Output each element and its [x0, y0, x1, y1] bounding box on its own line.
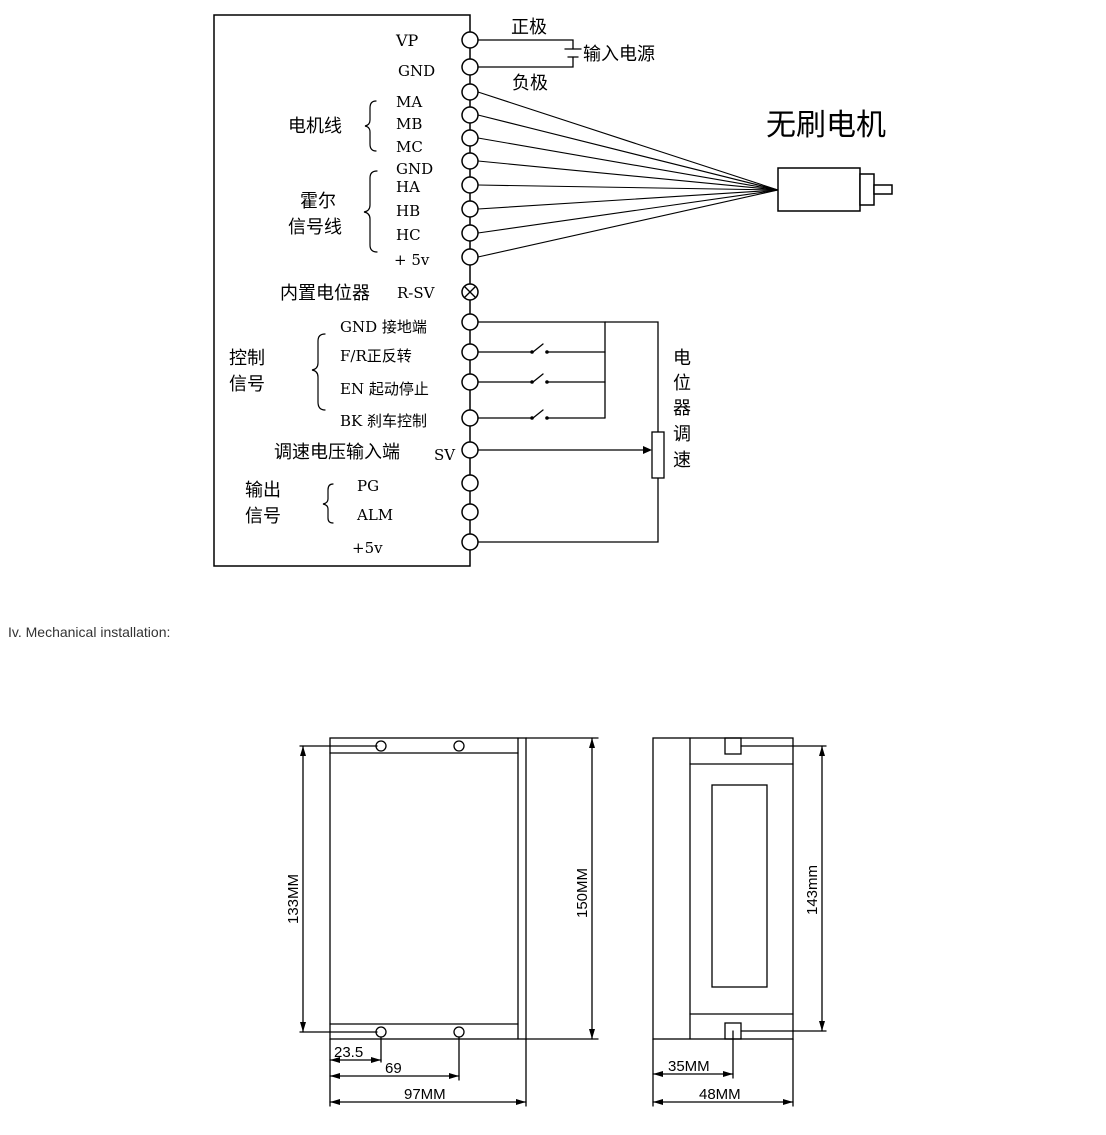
terminal-alm: [461, 503, 479, 521]
label-hc: HC: [396, 226, 421, 244]
hall-brace: [363, 170, 378, 253]
terminal-mc: [461, 129, 479, 147]
dim-23-5: 23.5: [334, 1044, 363, 1061]
dim-48: 48MM: [699, 1086, 741, 1103]
label-pot-side-5: 速: [673, 450, 691, 471]
terminal-hall-gnd: [461, 152, 479, 170]
front-view: [299, 737, 599, 1107]
side-view: [652, 737, 827, 1107]
label-pot-side-2: 位: [673, 373, 691, 394]
label-alm: ALM: [356, 506, 393, 524]
mount-hole-icon: [453, 740, 465, 752]
terminal-ma: [461, 83, 479, 101]
dim-97: 97MM: [404, 1086, 446, 1103]
dim-150: 150MM: [574, 868, 591, 918]
label-sv: SV: [434, 446, 456, 464]
label-pg: PG: [357, 477, 379, 495]
label-input-power: 输入电源: [583, 44, 655, 65]
braces: [311, 100, 378, 524]
terminal-ha: [461, 176, 479, 194]
label-negative: 负极: [512, 73, 548, 94]
mechanical-drawing: [299, 737, 827, 1107]
terminal-sv: [461, 441, 479, 459]
label-positive: 正极: [511, 17, 547, 38]
terminal-bk: [461, 409, 479, 427]
terminal-pg: [461, 474, 479, 492]
label-builtin-pot: 内置电位器: [280, 283, 370, 304]
label-pot-side-4: 调: [673, 424, 691, 445]
dimension-arrows: [300, 738, 825, 1105]
motor-wires: [477, 91, 779, 258]
label-ctrl-2: 信号: [229, 374, 265, 395]
control-brace: [311, 333, 326, 411]
terminal-ctrl-gnd: [461, 313, 479, 331]
dim-35: 35MM: [668, 1058, 710, 1075]
terminal-out-5v: [461, 533, 479, 551]
label-ma: MA: [396, 93, 422, 111]
terminal-hall-5v: [461, 248, 479, 266]
label-fr: F/R正反转: [340, 347, 412, 365]
label-hall-2: 信号线: [288, 217, 342, 238]
switch-contacts: [530, 350, 652, 454]
motor-icon: [777, 167, 893, 212]
pot-x-mark: [463, 285, 477, 299]
label-out-2: 信号: [245, 506, 281, 527]
label-hb: HB: [396, 202, 420, 220]
label-ctrl-gnd: GND 接地端: [340, 318, 427, 336]
terminal-vp: [461, 31, 479, 49]
label-mb: MB: [396, 115, 422, 133]
label-ha: HA: [396, 178, 420, 196]
wiring-labels: VP GND 正极 负极 输入电源 无刷电机 电机线 MA MB MC 霍尔 信…: [229, 17, 886, 557]
label-hall-1: 霍尔: [300, 191, 336, 212]
terminal-hb: [461, 200, 479, 218]
label-hall-gnd: GND: [396, 160, 433, 178]
terminal-mb: [461, 106, 479, 124]
terminal-en: [461, 373, 479, 391]
dim-143: 143mm: [804, 865, 821, 915]
section-caption: Iv. Mechanical installation:: [8, 624, 171, 640]
label-out-1: 输出: [245, 480, 281, 501]
power-wiring: [477, 39, 582, 68]
label-en: EN 起动停止: [340, 380, 429, 398]
motor-title: 无刷电机: [766, 108, 886, 143]
terminal-fr: [461, 343, 479, 361]
terminal-hc: [461, 224, 479, 242]
label-pot-side-3: 器: [673, 398, 691, 419]
label-pot-side-1: 电: [673, 348, 691, 369]
label-gnd: GND: [398, 62, 435, 80]
motor-brace: [364, 100, 377, 152]
label-rsv: R-SV: [397, 284, 436, 302]
label-hall-5v: + 5v: [394, 251, 430, 269]
label-motor-group: 电机线: [288, 116, 342, 137]
potentiometer-icon: [651, 431, 665, 479]
wiring-diagram: VP GND 正极 负极 输入电源 无刷电机 电机线 MA MB MC 霍尔 信…: [213, 14, 893, 567]
label-out-5v: +5v: [352, 539, 383, 557]
dim-133: 133MM: [285, 874, 302, 924]
label-bk: BK 刹车控制: [340, 412, 427, 430]
label-speed-input: 调速电压输入端: [274, 442, 400, 463]
mount-hole-icon: [453, 1026, 465, 1038]
label-mc: MC: [396, 138, 423, 156]
terminal-gnd: [461, 58, 479, 76]
output-brace: [322, 483, 334, 524]
control-wiring: [477, 321, 659, 543]
mount-slot-icon: [724, 737, 742, 755]
label-ctrl-1: 控制: [229, 348, 265, 369]
dim-69: 69: [385, 1060, 402, 1077]
label-vp: VP: [395, 31, 419, 50]
sv-arrow-icon: [643, 446, 652, 454]
dimension-labels: 133MM 150MM 143mm 23.5 69 97MM 35MM 48MM: [285, 865, 821, 1103]
